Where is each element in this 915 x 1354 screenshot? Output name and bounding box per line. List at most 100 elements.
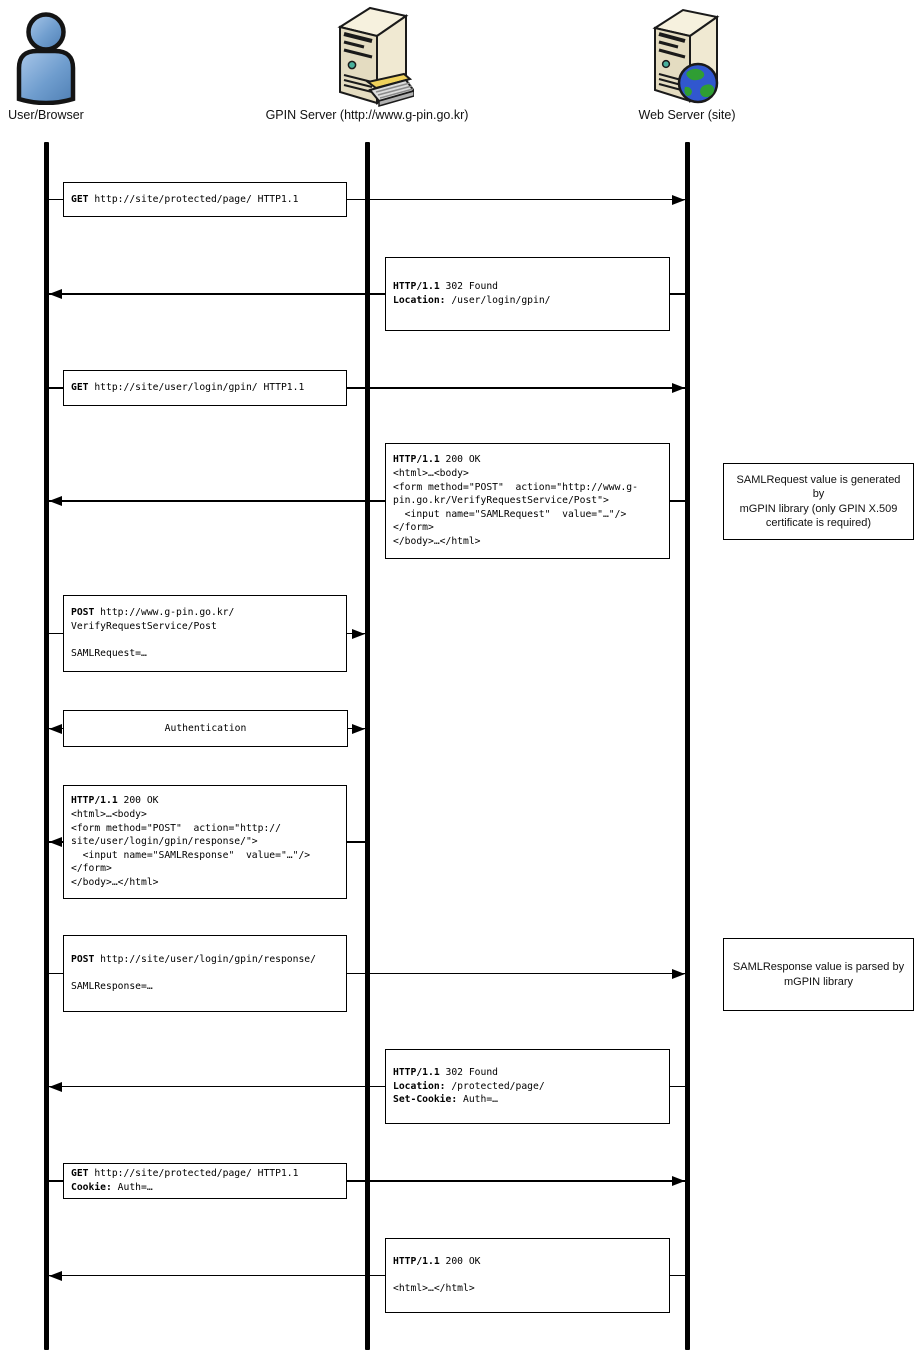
message-box-get-login-gpin-request: GET http://site/user/login/gpin/ HTTP1.1 xyxy=(63,370,347,406)
message-text-line: SAMLRequest=… xyxy=(71,647,339,661)
message-text-line: HTTP/1.1 200 OK xyxy=(393,453,662,467)
message-text-line: Location: /protected/page/ xyxy=(393,1080,662,1094)
message-text-line: VerifyRequestService/Post xyxy=(71,620,339,634)
message-text-line xyxy=(393,1269,662,1283)
message-line-redirect-302-to-gpin-login xyxy=(46,293,687,295)
message-text-line: <form method="POST" action="http://www.g… xyxy=(393,481,662,495)
message-text-segment: <html>…<body> xyxy=(393,468,469,480)
message-text-segment: POST xyxy=(71,954,95,966)
message-text-line: </body>…</html> xyxy=(71,876,339,890)
message-box-post-verifyrequestservice: POST http://www.g-pin.go.kr/VerifyReques… xyxy=(63,595,347,672)
message-text-segment: <html>…</html> xyxy=(393,1283,475,1295)
actor-label-user-browser: User/Browser xyxy=(8,108,84,122)
message-text-line: POST http://site/user/login/gpin/respons… xyxy=(71,953,339,967)
message-line-get-protected-page-with-cookie xyxy=(46,1180,687,1182)
server-globe-icon xyxy=(652,8,720,104)
arrowhead-response-200-samlrequest-form xyxy=(48,496,62,506)
lifeline-gpin-server xyxy=(364,142,370,1350)
message-text-line: HTTP/1.1 302 Found xyxy=(393,1066,662,1080)
message-text-line: </form> xyxy=(71,862,339,876)
message-text-segment: HTTP/1.1 xyxy=(393,281,440,293)
message-text-segment: SAMLRequest=… xyxy=(71,648,147,660)
message-text-segment: SAMLResponse=… xyxy=(71,981,153,993)
message-text-segment: </form> xyxy=(393,522,434,534)
arrowhead-post-samlresponse-to-site xyxy=(671,968,685,979)
message-box-response-200-samlresponse-form: HTTP/1.1 200 OK<html>…<body><form method… xyxy=(63,785,347,899)
arrowhead-right-authentication xyxy=(351,723,365,734)
message-text-segment: Set-Cookie: xyxy=(393,1094,458,1106)
message-text-segment: http://site/user/login/gpin/ HTTP1.1 xyxy=(88,382,305,394)
message-text-line: HTTP/1.1 302 Found xyxy=(393,280,662,294)
message-text-segment: 200 OK xyxy=(439,454,481,466)
message-text-line: <input name="SAMLResponse" value="…"/> xyxy=(71,849,339,863)
message-line-redirect-302-set-cookie xyxy=(46,1085,687,1088)
message-text-segment: GET xyxy=(71,382,89,394)
message-text-segment: /user/login/gpin/ xyxy=(445,295,551,306)
message-text-segment: HTTP/1.1 xyxy=(393,1256,440,1268)
message-line-get-login-gpin-request xyxy=(46,387,687,389)
message-text-segment: <html>…<body> xyxy=(71,809,147,821)
message-box-get-protected-page-request: GET http://site/protected/page/ HTTP1.1 xyxy=(63,182,347,217)
message-text-segment: POST xyxy=(71,607,95,619)
message-text-line: <form method="POST" action="http:// xyxy=(71,822,339,836)
note-samlrequest-generated: SAMLRequest value is generated by mGPIN … xyxy=(723,463,914,540)
message-text-segment: <input name="SAMLResponse" value="…"/> xyxy=(71,849,311,861)
arrowhead-response-200-html xyxy=(48,1270,62,1281)
message-line-post-samlresponse-to-site xyxy=(46,972,687,975)
message-text-line: POST http://www.g-pin.go.kr/ xyxy=(71,606,339,620)
message-text-segment: Auth=… xyxy=(111,1182,153,1193)
message-text-line: GET http://site/protected/page/ HTTP1.1 xyxy=(71,1167,339,1181)
message-text-segment: 200 OK xyxy=(117,795,159,807)
lifeline-web-server xyxy=(684,142,690,1350)
message-text-segment: Location: xyxy=(393,295,446,306)
arrowhead-redirect-302-to-gpin-login xyxy=(48,289,62,299)
message-text-segment: </form> xyxy=(71,863,112,875)
message-text-segment: /protected/page/ xyxy=(445,1080,545,1092)
message-text-line: Cookie: Auth=… xyxy=(71,1181,339,1195)
message-text-segment: 200 OK xyxy=(439,1256,481,1268)
message-text-line: pin.go.kr/VerifyRequestService/Post"> xyxy=(393,494,662,508)
person-icon xyxy=(16,12,76,105)
message-text-segment: GET xyxy=(71,193,89,205)
message-text-line: SAMLResponse=… xyxy=(71,980,339,994)
message-text-line: <html>…</html> xyxy=(393,1282,662,1296)
message-text-line: Location: /user/login/gpin/ xyxy=(393,294,662,308)
arrowhead-post-verifyrequestservice xyxy=(351,628,365,639)
arrowhead-response-200-samlresponse-form xyxy=(48,837,62,847)
message-text-segment: HTTP/1.1 xyxy=(393,1067,440,1079)
arrowhead-get-login-gpin-request xyxy=(671,383,685,393)
message-box-response-200-samlrequest-form: HTTP/1.1 200 OK<html>…<body><form method… xyxy=(385,443,670,559)
message-text-segment: http://site/protected/page/ HTTP1.1 xyxy=(88,193,299,205)
message-text-segment: Auth=… xyxy=(457,1094,498,1106)
note-samlresponse-parsed: SAMLResponse value is parsed by mGPIN li… xyxy=(723,938,914,1011)
message-text-segment: 302 Found xyxy=(439,281,499,293)
message-text-line: <html>…<body> xyxy=(71,808,339,822)
message-box-response-200-html: HTTP/1.1 200 OK <html>…</html> xyxy=(385,1238,670,1313)
message-line-get-protected-page-request xyxy=(46,198,687,201)
arrowhead-left-authentication xyxy=(48,723,62,734)
message-text-segment: pin.go.kr/VerifyRequestService/Post"> xyxy=(393,495,609,507)
message-text-segment: http://site/protected/page/ HTTP1.1 xyxy=(88,1168,299,1180)
message-text-line: GET http://site/protected/page/ HTTP1.1 xyxy=(71,193,339,207)
message-text-segment: <form method="POST" action="http://www.g… xyxy=(393,481,638,493)
arrowhead-redirect-302-set-cookie xyxy=(48,1081,62,1092)
message-text-line: <input name="SAMLRequest" value="…"/> xyxy=(393,508,662,522)
message-text-segment: site/user/login/gpin/response/"> xyxy=(71,836,258,848)
message-text-segment: VerifyRequestService/Post xyxy=(71,620,217,632)
message-text-line xyxy=(71,634,339,648)
message-text-segment: http://site/user/login/gpin/response/ xyxy=(94,954,316,966)
message-text-line: Set-Cookie: Auth=… xyxy=(393,1093,662,1107)
message-text-segment: <form method="POST" action="http:// xyxy=(71,822,281,834)
message-text-segment: Authentication xyxy=(164,722,247,734)
message-text-line: GET http://site/user/login/gpin/ HTTP1.1 xyxy=(71,381,339,395)
arrowhead-get-protected-page-request xyxy=(671,194,685,205)
actor-label-gpin-server: GPIN Server (http://www.g-pin.go.kr) xyxy=(265,108,469,122)
message-text-segment: http://www.g-pin.go.kr/ xyxy=(94,607,235,619)
actor-label-web-server: Web Server (site) xyxy=(638,108,736,122)
message-text-line: </body>…</html> xyxy=(393,535,662,549)
message-text-segment: </body>…</html> xyxy=(393,535,481,547)
